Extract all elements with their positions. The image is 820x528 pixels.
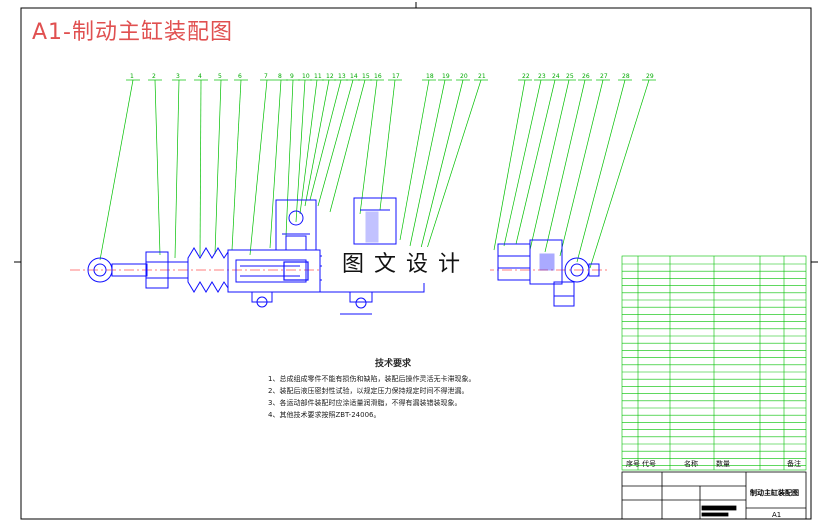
right-eye-inner bbox=[570, 263, 584, 277]
leader-lines bbox=[99, 79, 656, 269]
title-block-name: 制动主缸装配图 bbox=[750, 488, 799, 497]
tech-requirements-title: 技术要求 bbox=[374, 359, 411, 369]
leader-line bbox=[329, 79, 366, 213]
leader-line bbox=[269, 79, 282, 249]
balloon-number: 23 bbox=[538, 73, 546, 80]
left-eye-inner bbox=[93, 263, 107, 277]
leader-line bbox=[493, 79, 526, 251]
balloon-number: 8 bbox=[278, 73, 282, 80]
leader-line bbox=[174, 79, 180, 259]
drawing-title: A1-制动主缸装配图 bbox=[32, 20, 233, 45]
balloon-number: 22 bbox=[522, 73, 530, 80]
leader-line bbox=[544, 79, 586, 253]
balloon-number: 7 bbox=[264, 73, 268, 80]
leader-line bbox=[359, 79, 378, 215]
tech-line: 2、装配后液压密封性试验，以规定压力保持规定时间不得泄漏。 bbox=[268, 387, 469, 395]
leader-line bbox=[589, 79, 650, 269]
leader-line bbox=[515, 79, 556, 245]
balloon-number: 28 bbox=[622, 73, 630, 80]
balloon-number: 10 bbox=[302, 73, 310, 80]
fitting-bore bbox=[288, 210, 304, 226]
leader-line bbox=[423, 79, 482, 259]
balloon-number: 20 bbox=[460, 73, 468, 80]
outlet-fitting bbox=[353, 197, 397, 245]
leader-line bbox=[231, 79, 242, 251]
balloon-number: 24 bbox=[552, 73, 560, 80]
balloon-number: 12 bbox=[326, 73, 334, 80]
leader-line bbox=[304, 79, 330, 207]
leader-line bbox=[503, 79, 542, 247]
tech-requirements: 技术要求 1、总成组成零件不能有损伤和缺陷，装配后操作灵活无卡滞现象。 2、装配… bbox=[268, 358, 518, 421]
balloon-number: 15 bbox=[362, 73, 370, 80]
balloon-number: 27 bbox=[600, 73, 608, 80]
balloon-number: 14 bbox=[350, 73, 358, 80]
bom-header-remark: 备注 bbox=[787, 459, 801, 468]
balloon-number: 26 bbox=[582, 73, 590, 80]
balloon-number: 17 bbox=[392, 73, 400, 80]
watermark-label: 图文设计 bbox=[322, 247, 490, 283]
balloon-number: 4 bbox=[198, 73, 202, 80]
leader-line bbox=[409, 79, 446, 247]
leader-line bbox=[154, 79, 161, 256]
title-block bbox=[621, 471, 807, 520]
leader-line bbox=[299, 79, 318, 215]
bom-header-qty: 数量 bbox=[716, 459, 730, 468]
leader-line bbox=[309, 79, 342, 201]
balloon-number: 6 bbox=[238, 73, 242, 80]
leader-line bbox=[249, 79, 268, 256]
piston-seal bbox=[283, 261, 309, 281]
balloon-number: 1 bbox=[130, 73, 134, 80]
piston-bore bbox=[235, 259, 307, 283]
tech-line: 3、各运动部件装配时应涂适量润滑脂，不得有漏装错装现象。 bbox=[268, 399, 462, 407]
balloon-number: 2 bbox=[152, 73, 156, 80]
leader-line bbox=[317, 79, 354, 207]
balloon-number: 13 bbox=[338, 73, 346, 80]
balloon-number: 3 bbox=[176, 73, 180, 80]
leader-line bbox=[285, 79, 294, 237]
bom-table bbox=[621, 255, 807, 471]
balloon-number: 21 bbox=[478, 73, 486, 80]
balloon-number: 29 bbox=[646, 73, 654, 80]
clevis-body bbox=[497, 243, 531, 281]
leader-line bbox=[399, 79, 430, 241]
leader-line bbox=[559, 79, 604, 257]
tech-line: 4、其他技术要求按照ZBT-24006。 bbox=[268, 411, 381, 419]
bom-header-seq: 序号 bbox=[626, 459, 640, 468]
balloon-number: 11 bbox=[314, 73, 322, 80]
balloon-number: 9 bbox=[290, 73, 294, 80]
leader-line bbox=[529, 79, 570, 251]
bracket bbox=[553, 281, 575, 307]
leader-line bbox=[214, 79, 222, 255]
bom-header-name: 名称 bbox=[684, 459, 698, 468]
leader-line bbox=[419, 79, 464, 253]
leader-line bbox=[576, 79, 626, 263]
balloon-number: 16 bbox=[374, 73, 382, 80]
balloon-number: 19 bbox=[442, 73, 450, 80]
leader-line bbox=[295, 79, 306, 223]
balloon-number: 5 bbox=[218, 73, 222, 80]
tech-line: 1、总成组成零件不能有损伤和缺陷，装配后操作灵活无卡滞现象。 bbox=[268, 375, 476, 383]
leader-line bbox=[199, 79, 202, 257]
bom-header-text: 序号 代号 名称 数量 备注 bbox=[626, 459, 801, 468]
balloon-number: 25 bbox=[566, 73, 574, 80]
leader-line bbox=[379, 79, 396, 211]
bom-header-code: 代号 bbox=[642, 459, 656, 468]
master-cylinder-assembly bbox=[87, 197, 600, 315]
clevis-fork bbox=[529, 239, 563, 285]
push-rod bbox=[111, 263, 148, 277]
balloon-number: 18 bbox=[426, 73, 434, 80]
leader-line bbox=[99, 79, 134, 261]
title-block-sheet: A1 bbox=[772, 511, 781, 519]
